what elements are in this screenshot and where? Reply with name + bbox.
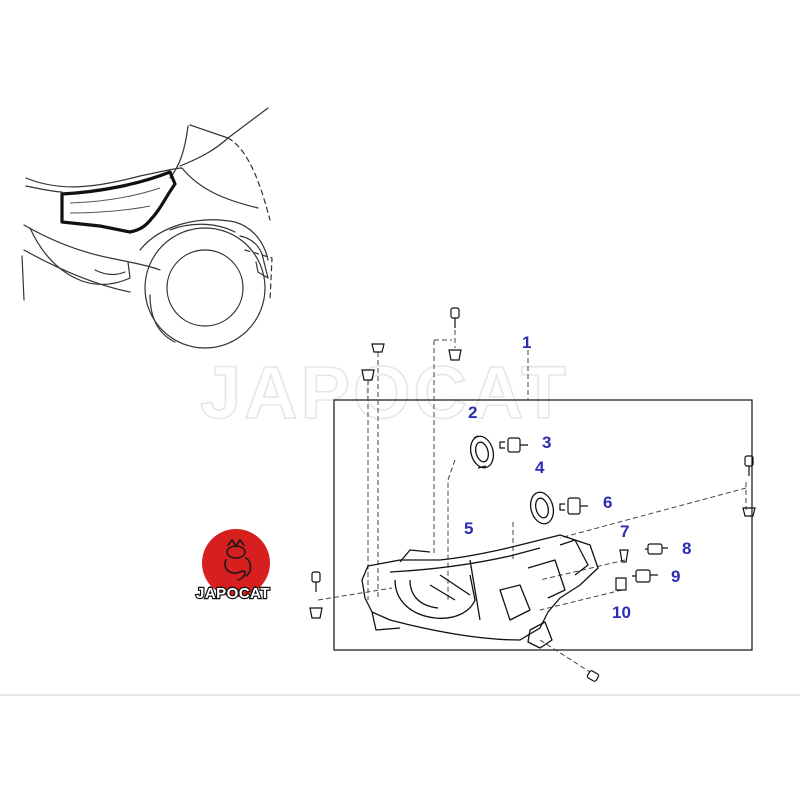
fastener-screws: [311, 307, 754, 682]
japocat-logo: JAPOCAT: [195, 529, 271, 603]
part-7-bulb: [619, 549, 629, 563]
part-6-bulb: [559, 497, 588, 515]
callout-3: 3: [542, 433, 551, 452]
logo-text: JAPOCAT: [196, 585, 270, 602]
part-3-bulb: [499, 437, 528, 453]
part-2-cover-ring: [469, 435, 495, 469]
part-8-socket: [645, 543, 668, 555]
callout-9: 9: [671, 567, 680, 586]
callout-8: 8: [682, 539, 691, 558]
headlamp-highlight: [60, 170, 177, 234]
callout-6: 6: [603, 493, 612, 512]
headlamp-assembly: [361, 534, 599, 649]
callout-2: 2: [468, 403, 477, 422]
callout-4: 4: [535, 458, 545, 477]
part-4-cover-ring: [529, 491, 555, 525]
callout-10: 10: [612, 603, 631, 622]
logo-red-circle: [202, 529, 270, 597]
callout-7: 7: [620, 522, 629, 541]
vehicle-outline-sketch: [21, 107, 273, 349]
part-10-bulb: [615, 577, 627, 591]
fastener-clips: [309, 343, 756, 619]
bottom-divider: [0, 694, 800, 696]
watermark-text: JAPOCAT: [200, 351, 569, 434]
callout-1: 1: [522, 333, 531, 352]
assembly-frame: [333, 399, 753, 651]
callout-labels: 1 2 3 4 5 6 7 8 9 10: [464, 333, 691, 622]
part-9-socket: [632, 569, 658, 583]
callout-5: 5: [464, 519, 473, 538]
